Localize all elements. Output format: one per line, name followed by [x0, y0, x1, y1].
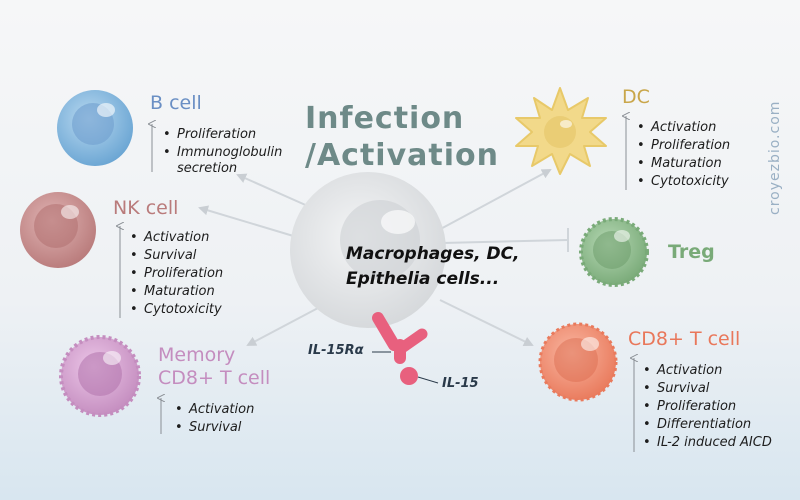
cd8-t-effect: Proliferation — [643, 398, 772, 416]
memory-cd8-effect: Activation — [175, 401, 254, 419]
b-cell-graphic — [57, 90, 133, 166]
memory-cd8-name-line-2: CD8+ T cell — [158, 367, 271, 389]
arrow-to-memory-cd8 — [246, 307, 319, 346]
arrow-to-dc — [434, 169, 552, 233]
arrow-to-cd8-t — [439, 299, 534, 346]
increase-arrows — [120, 116, 634, 452]
title-line-1: Infection — [305, 101, 465, 136]
title-line-2: /Activation — [305, 138, 499, 173]
arrow-to-nk-cell — [198, 205, 301, 239]
b-cell-effects: Proliferation Immunoglobulin — [163, 126, 282, 162]
center-label-line-2: Epithelia cells... — [346, 269, 500, 289]
memory-cd8-cell-graphic — [59, 335, 141, 417]
cd8-t-name: CD8+ T cell — [628, 328, 741, 350]
nk-cell-effect: Proliferation — [130, 265, 223, 283]
dc-effect: Maturation — [637, 155, 730, 173]
treg-name: Treg — [668, 241, 715, 263]
cd8-t-effect: IL-2 induced AICD — [643, 434, 772, 452]
nk-cell-effects: Activation Survival Proliferation Matura… — [130, 229, 223, 319]
dc-effects: Activation Proliferation Maturation Cyto… — [637, 119, 730, 191]
il15-receptor-graphic — [372, 312, 439, 385]
dc-name: DC — [622, 86, 650, 108]
memory-cd8-effect: Survival — [175, 419, 254, 437]
nk-cell-name: NK cell — [113, 197, 179, 219]
nk-cell-effect: Cytotoxicity — [130, 301, 223, 319]
memory-cd8-effects: Activation Survival — [175, 401, 254, 437]
nk-cell-effect: Survival — [130, 247, 223, 265]
dc-cell-graphic — [515, 87, 607, 175]
memory-cd8-name: Memory CD8+ T cell — [158, 344, 270, 390]
nk-cell-effect: Activation — [130, 229, 223, 247]
cd8-t-effect: Differentiation — [643, 416, 772, 434]
nk-cell-graphic — [20, 192, 96, 268]
cd8-t-effect: Survival — [643, 380, 772, 398]
b-cell-effect: Immunoglobulin — [163, 144, 282, 162]
dc-effect: Proliferation — [637, 137, 730, 155]
memory-cd8-name-line-1: Memory — [158, 344, 236, 366]
diagram-title: Infection /Activation — [305, 100, 499, 174]
il15-label: IL-15 — [442, 376, 479, 391]
b-cell-name: B cell — [150, 92, 202, 114]
center-cell-label: Macrophages, DC, Epithelia cells... — [346, 242, 520, 292]
b-cell-effect-continuation: secretion — [177, 161, 238, 176]
cd8-t-effect: Activation — [643, 362, 772, 380]
center-cell — [290, 172, 446, 328]
dc-effect: Activation — [637, 119, 730, 137]
il15ra-label: IL-15Rα — [308, 343, 364, 358]
inhibit-line-to-treg — [441, 239, 569, 244]
watermark-text: croyezbio.com — [767, 101, 783, 215]
dc-effect: Cytotoxicity — [637, 173, 730, 191]
cd8-t-cell-graphic — [538, 322, 618, 402]
treg-cell-graphic — [579, 217, 649, 287]
nk-cell-effect: Maturation — [130, 283, 223, 301]
center-label-line-1: Macrophages, DC, — [346, 244, 520, 264]
b-cell-effect: Proliferation — [163, 126, 282, 144]
cd8-t-effects: Activation Survival Proliferation Differ… — [643, 362, 772, 452]
